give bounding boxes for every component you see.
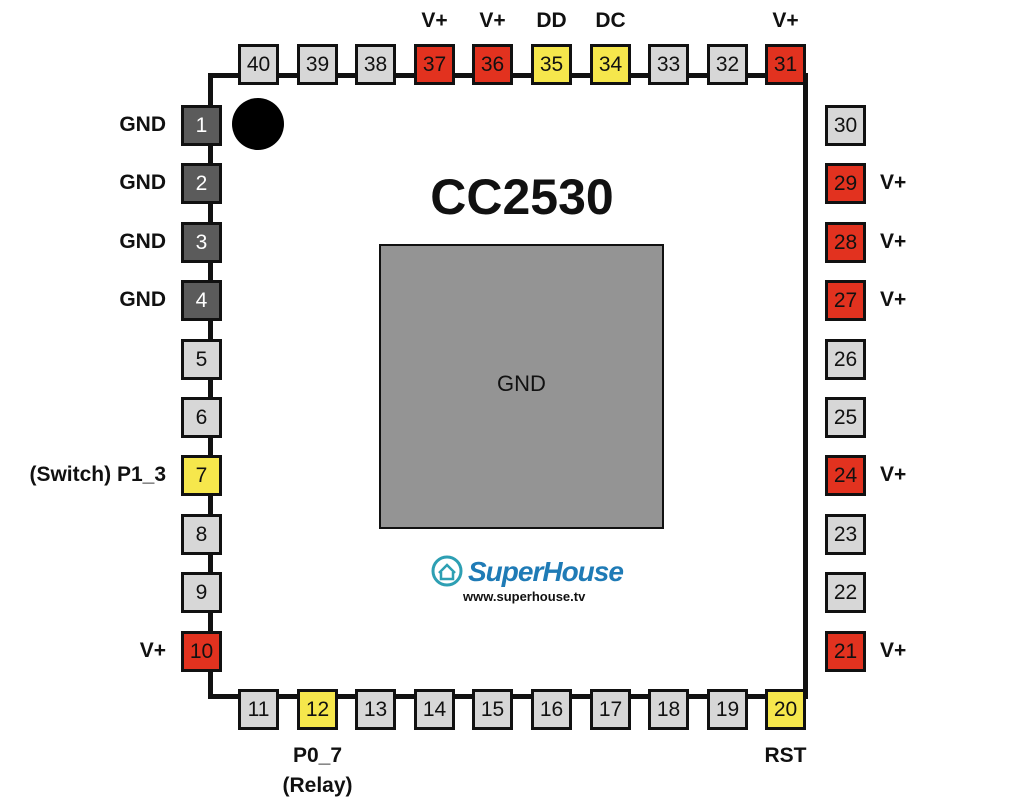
pin-23: 23 <box>825 514 866 555</box>
pin-39: 39 <box>297 44 338 85</box>
pin-3-label: GND <box>119 230 166 253</box>
pin-12-label: P0_7 (Relay) <box>282 744 353 797</box>
pin-30: 30 <box>825 105 866 146</box>
pin-4-label: GND <box>119 288 166 311</box>
pin-17: 17 <box>590 689 631 730</box>
pin-16: 16 <box>531 689 572 730</box>
pin-40: 40 <box>238 44 279 85</box>
pin-9: 9 <box>181 572 222 613</box>
pin-28: 28 <box>825 222 866 263</box>
pin-31-label: V+ <box>772 9 799 32</box>
pin-35: 35 <box>531 44 572 85</box>
superhouse-logo-icon <box>431 555 463 587</box>
pin-20-label: RST <box>764 744 807 767</box>
pin-6: 6 <box>181 397 222 438</box>
pin-34: 34 <box>590 44 631 85</box>
pin-34-label: DC <box>595 9 626 32</box>
pin-5: 5 <box>181 339 222 380</box>
pin-13: 13 <box>355 689 396 730</box>
pin-22: 22 <box>825 572 866 613</box>
pin-24-label: V+ <box>880 463 907 486</box>
pin-29: 29 <box>825 163 866 204</box>
logo-brand-text: SuperHouse <box>468 556 624 587</box>
pin-36-label: V+ <box>479 9 506 32</box>
pin-12: 12 <box>297 689 338 730</box>
pin-3: 3 <box>181 222 222 263</box>
pin-2-label: GND <box>119 171 166 194</box>
pin-25: 25 <box>825 397 866 438</box>
pin-38: 38 <box>355 44 396 85</box>
pin-1: 1 <box>181 105 222 146</box>
center-ground-pad: GND <box>379 244 664 529</box>
center-pad-label: GND <box>497 371 546 396</box>
pin-21: 21 <box>825 631 866 672</box>
pin-18: 18 <box>648 689 689 730</box>
pin-37: 37 <box>414 44 455 85</box>
pin-19: 19 <box>707 689 748 730</box>
pin-32: 32 <box>707 44 748 85</box>
pin-14: 14 <box>414 689 455 730</box>
pin-15: 15 <box>472 689 513 730</box>
pin-26: 26 <box>825 339 866 380</box>
pin-1-label: GND <box>119 113 166 136</box>
pin-36: 36 <box>472 44 513 85</box>
pin-20: 20 <box>765 689 806 730</box>
pin-35-label: DD <box>536 9 567 32</box>
pin-29-label: V+ <box>880 171 907 194</box>
pin-8: 8 <box>181 514 222 555</box>
pin-7: 7 <box>181 455 222 496</box>
pin-2: 2 <box>181 163 222 204</box>
pin-21-label: V+ <box>880 639 907 662</box>
pin-24: 24 <box>825 455 866 496</box>
pin-31: 31 <box>765 44 806 85</box>
pin-4: 4 <box>181 280 222 321</box>
pin-10-label: V+ <box>139 639 166 662</box>
pin1-indicator-dot <box>232 98 284 150</box>
pin-11: 11 <box>238 689 279 730</box>
logo-url-text: www.superhouse.tv <box>463 589 586 604</box>
pin-10: 10 <box>181 631 222 672</box>
pin-37-label: V+ <box>421 9 448 32</box>
pin-28-label: V+ <box>880 230 907 253</box>
pin-33: 33 <box>648 44 689 85</box>
pin-27: 27 <box>825 280 866 321</box>
chip-title: CC2530 <box>430 169 614 225</box>
pin-7-label: (Switch) P1_3 <box>29 463 166 486</box>
pin-27-label: V+ <box>880 288 907 311</box>
